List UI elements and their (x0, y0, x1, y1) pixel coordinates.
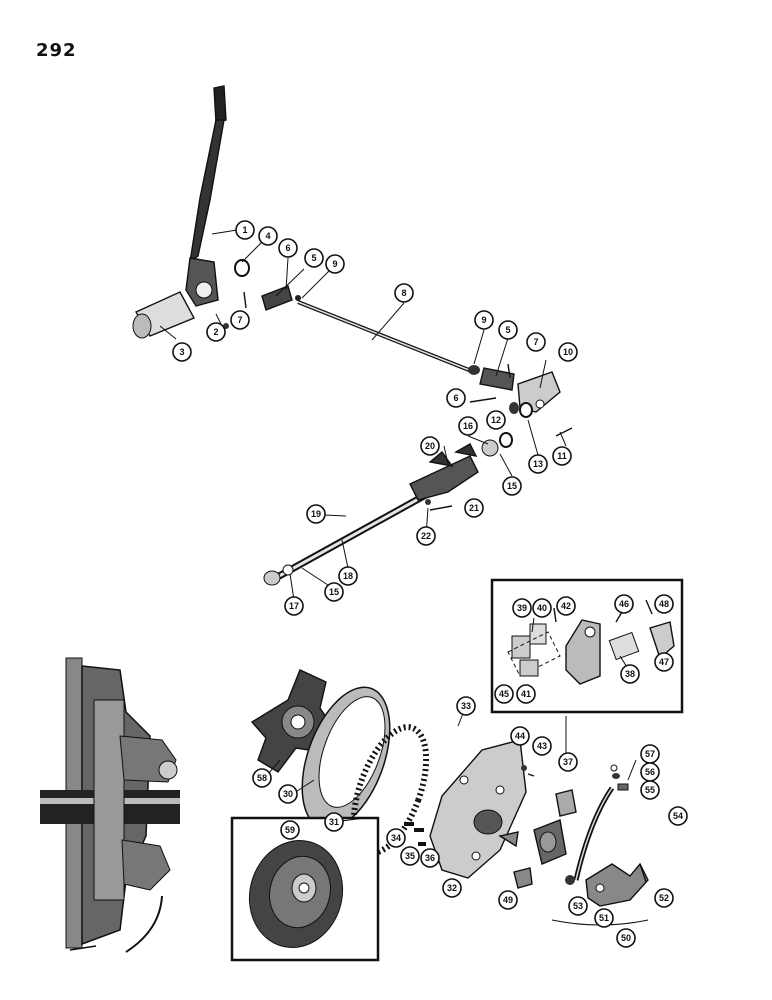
lever-shaft-3 (132, 291, 195, 339)
callout-label: 41 (521, 689, 531, 699)
callout-label: 52 (659, 893, 669, 903)
nut-53 (565, 875, 575, 885)
callout-label: 35 (405, 851, 415, 861)
callout-label: 21 (469, 503, 479, 513)
washer-4 (234, 259, 250, 277)
callout-label: 10 (563, 347, 573, 357)
callout-label: 19 (311, 509, 321, 519)
callout-label: 36 (425, 853, 435, 863)
disc-inset-59 (230, 816, 380, 962)
callout-label: 44 (515, 731, 525, 741)
callout-label: 30 (283, 789, 293, 799)
callout-label: 18 (343, 571, 353, 581)
callout-label: 45 (499, 689, 509, 699)
callout-label: 7 (533, 337, 538, 347)
callout-label: 46 (619, 599, 629, 609)
pressure-plate-30 (301, 686, 391, 830)
callout-label: 59 (285, 825, 295, 835)
callout-label: 42 (561, 601, 571, 611)
callout-label: 17 (289, 601, 299, 611)
callout-label: 50 (621, 933, 631, 943)
callout-label: 47 (659, 657, 669, 667)
rod-8 (297, 300, 475, 374)
bolt-21 (425, 499, 453, 511)
fork-bushing-16 (481, 432, 513, 457)
callout-label: 12 (491, 415, 501, 425)
page-number: 292 (36, 40, 77, 61)
callout-label: 8 (401, 288, 406, 298)
callout-label: 13 (533, 459, 543, 469)
callout-label: 48 (659, 599, 669, 609)
callout-label: 4 (265, 231, 270, 241)
callout-label: 56 (645, 767, 655, 777)
cover-plate-32 (429, 739, 527, 879)
callout-label: 58 (257, 773, 267, 783)
callout-label: 9 (332, 259, 337, 269)
shift-lever (185, 85, 227, 307)
spring-nuts-55-57 (610, 764, 629, 791)
callout-label: 57 (645, 749, 655, 759)
callout-label: 32 (447, 883, 457, 893)
callout-label: 49 (503, 895, 513, 905)
callout-label: 11 (557, 451, 567, 461)
callout-labels: 1 2 3 4 5 6 7 8 9 5 7 6 9 10 12 11 13 16… (172, 220, 688, 948)
callout-label: 33 (461, 701, 471, 711)
callout-label: 7 (237, 315, 242, 325)
callout-label: 51 (599, 913, 609, 923)
callout-label: 40 (537, 603, 547, 613)
callout-label: 22 (421, 531, 431, 541)
clevis-5 (261, 285, 301, 311)
callout-label: 6 (453, 393, 458, 403)
springs-34-36 (404, 822, 426, 846)
release-bearing-49 (498, 819, 567, 889)
leader-lines (159, 229, 637, 822)
callout-label: 54 (673, 811, 683, 821)
callout-label: 9 (481, 315, 486, 325)
callout-label: 20 (425, 441, 435, 451)
callout-label: 43 (537, 741, 547, 751)
callout-label: 39 (517, 603, 527, 613)
callout-label: 16 (463, 421, 473, 431)
callout-label: 53 (573, 901, 583, 911)
clutch-cross-section (40, 657, 180, 953)
bracket-37 (555, 789, 577, 817)
callout-label: 6 (285, 243, 290, 253)
callout-label: 1 (242, 225, 247, 235)
yoke-51 (585, 862, 649, 907)
shifter-fork-20 (409, 443, 479, 501)
ring-31 (350, 724, 430, 856)
callout-label: 15 (507, 481, 517, 491)
clevis-right (468, 363, 515, 403)
shifter-shaft-18 (263, 482, 444, 586)
callout-label: 2 (213, 327, 218, 337)
callout-label: 55 (645, 785, 655, 795)
bolts-43-44 (521, 765, 535, 777)
callout-label: 3 (179, 347, 184, 357)
callout-label: 38 (625, 669, 635, 679)
callout-label: 5 (311, 253, 316, 263)
callout-label: 31 (329, 817, 339, 827)
callout-label: 37 (563, 757, 573, 767)
callout-label: 5 (505, 325, 510, 335)
bellcrank-10 (517, 371, 573, 437)
callout-label: 34 (391, 833, 401, 843)
callout-label: 15 (329, 587, 339, 597)
washers-12-13 (509, 402, 533, 418)
rod-54 (573, 786, 615, 881)
